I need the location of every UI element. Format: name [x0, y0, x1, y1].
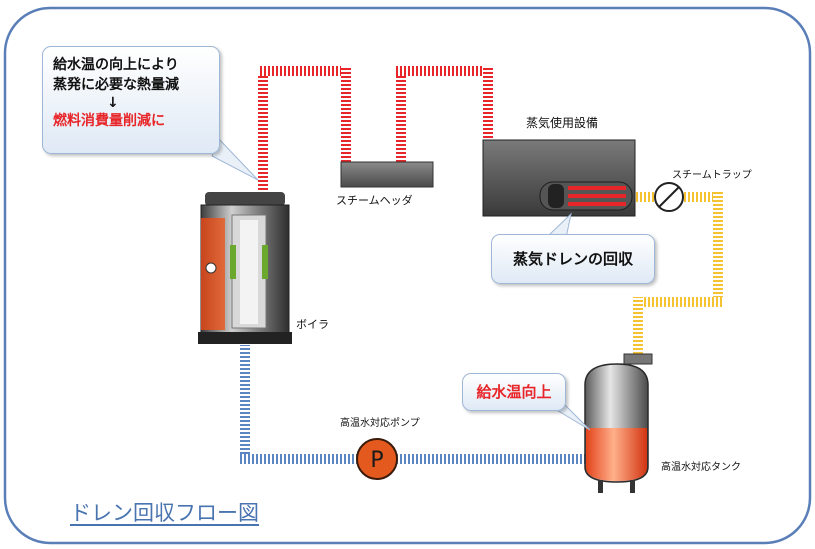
benefit-line-2: 蒸発に必要な熱量減	[53, 77, 179, 93]
benefit-line-1: 給水温の向上により	[53, 57, 179, 73]
diagram-title: ドレン回収フロー図	[70, 501, 259, 525]
drain-recovery-text: 蒸気ドレンの回収	[512, 250, 633, 268]
boiler	[198, 192, 292, 344]
feedwater-up-text: 給水温向上	[476, 383, 552, 401]
feedwater-up-callout: 給水温向上	[462, 373, 566, 411]
steam-trap	[654, 182, 684, 212]
steam-equipment-label: 蒸気使用設備	[526, 116, 599, 130]
pump-symbol: P	[370, 448, 383, 473]
water-pipe	[240, 345, 586, 464]
pump-label: 高温水対応ポンプ	[340, 418, 420, 429]
steam-header-label: スチームヘッダ	[336, 194, 413, 207]
outer-frame	[3, 6, 812, 545]
benefit-arrow-icon: ↓	[107, 95, 119, 111]
benefit-callout: 給水温の向上により 蒸発に必要な熱量減 ↓ 燃料消費量削減に	[42, 46, 220, 154]
feedwater-tank	[584, 353, 653, 493]
pump	[356, 438, 398, 480]
drain-pipe	[630, 192, 723, 362]
drain-recovery-callout: 蒸気ドレンの回収	[491, 234, 655, 284]
boiler-label: ボイラ	[296, 318, 329, 331]
steam-header	[340, 161, 434, 188]
steam-pipe	[258, 66, 493, 196]
steam-equipment	[482, 139, 636, 217]
steam-trap-label: スチームトラップ	[672, 170, 752, 181]
benefit-line-3: 燃料消費量削減に	[53, 113, 165, 129]
tank-label: 高温水対応タンク	[661, 462, 741, 473]
